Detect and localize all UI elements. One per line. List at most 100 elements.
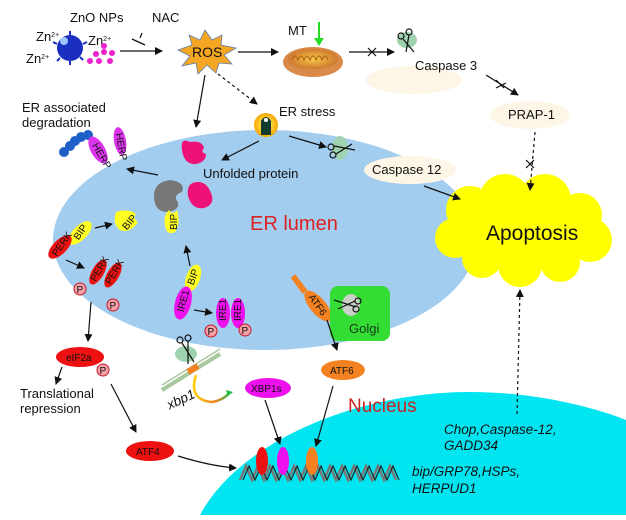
atf6-protein: ATF6 <box>321 360 365 380</box>
erad-label-line1: ER associated <box>22 100 106 115</box>
xbp1-intron <box>186 363 200 375</box>
chaperone-complex-icon <box>154 180 183 212</box>
xbp1s-to-dna-arrow <box>264 399 282 445</box>
er-stress-label: ER stress <box>279 104 336 119</box>
svg-text:HERP: HERP <box>113 132 129 162</box>
perk-dimer-arrow <box>65 259 85 269</box>
prap1-to-apoptosis-arrow <box>526 131 536 191</box>
nucleus <box>200 392 626 515</box>
block-x-mark <box>495 79 507 89</box>
translational-label-line1: Translational <box>20 386 94 401</box>
xbp1s-protein: XBP1s <box>245 378 291 398</box>
phospho-badge: P <box>73 282 87 296</box>
svg-text:ATF6: ATF6 <box>330 366 354 377</box>
prap1-halo <box>490 101 570 129</box>
dna-helix-icon <box>238 462 400 484</box>
atf6-bound-factor <box>306 447 318 475</box>
unfolded-to-herp-arrow <box>126 166 159 176</box>
phospho-badge: P <box>238 323 252 337</box>
xbp1-label: xbp1 <box>163 386 197 412</box>
mt-down-arrow-icon <box>314 22 324 46</box>
ire1-protein: IRE1 <box>231 298 245 328</box>
apoptosis-label: Apoptosis <box>486 222 578 245</box>
atf6-to-dna-arrow <box>314 385 334 447</box>
xbp1-splice-arrowhead <box>226 390 233 396</box>
zn-ion-label-2: Zn2+ <box>26 51 49 66</box>
perk-to-eif2a-arrow <box>84 301 93 342</box>
atf4-to-dna-arrow <box>177 455 237 472</box>
ubiquitin-chain-icon <box>59 130 93 157</box>
golgi-label: Golgi <box>349 321 379 336</box>
bip-to-bip-arrow <box>183 245 192 267</box>
block-x-mark <box>367 47 377 57</box>
atf6-membrane-anchor <box>290 274 308 294</box>
block-x-mark <box>525 159 535 169</box>
unfolded-protein-icon <box>187 182 213 209</box>
caspase12-halo <box>364 156 456 184</box>
bip-protein: BIP <box>164 210 180 234</box>
herp-protein: HERP <box>113 127 129 162</box>
phospho-badge: P <box>96 363 110 377</box>
scissors-icon <box>176 334 195 364</box>
svg-text:XBP1s: XBP1s <box>251 384 282 395</box>
svg-text:P: P <box>77 285 84 296</box>
scissors-icon <box>397 28 415 53</box>
svg-text:IRE1: IRE1 <box>233 298 244 321</box>
prap1-label: PRAP-1 <box>508 107 555 122</box>
svg-text:P: P <box>110 301 117 312</box>
svg-text:P: P <box>242 326 249 337</box>
nucleus-label: Nucleus <box>348 396 417 417</box>
bip-protein: BIP <box>184 264 202 292</box>
ros-burst-icon <box>176 29 238 75</box>
er-stress-to-caspase12-arrow <box>288 135 327 149</box>
zno-nps-label: ZnO NPs <box>70 10 124 25</box>
nac-inhibition-mark <box>131 38 146 46</box>
ros-to-er-arrow <box>193 74 206 128</box>
caspase12-to-apoptosis-arrow <box>423 185 461 201</box>
phospho-badge: P <box>106 298 120 312</box>
ire1-protein: IRE1 <box>216 298 230 328</box>
nucleus-to-apoptosis-arrow <box>515 289 524 415</box>
zno-nanoparticle-icon <box>52 31 88 65</box>
caspase12-label: Caspase 12 <box>372 162 441 177</box>
svg-text:ATF4: ATF4 <box>136 447 160 458</box>
atf4-protein: ATF4 <box>126 441 174 461</box>
ros-label: ROS <box>192 44 222 60</box>
chop-genes-line1: Chop,Caspase-12, <box>444 422 557 437</box>
eif2a-to-atf4-arrow <box>110 383 137 433</box>
perk-bip-dissociation-arrow <box>94 221 113 230</box>
er-lumen-label: ER lumen <box>250 213 338 235</box>
caspase3-halo <box>366 66 462 94</box>
xbp1s-bound-factor <box>277 447 289 475</box>
svg-text:P: P <box>100 366 107 377</box>
scissors-icon <box>333 297 362 313</box>
zn-ion-label-1: Zn2+ <box>36 29 59 44</box>
ire1-protein: IRE1 <box>174 286 192 320</box>
nac-inhibition-bar <box>139 32 143 39</box>
svg-text:IRE1: IRE1 <box>218 298 229 321</box>
apoptosis-cloud <box>435 174 612 287</box>
eif2a-to-translational-arrow <box>54 366 63 385</box>
svg-text:BIP: BIP <box>186 267 202 286</box>
nac-label: NAC <box>152 10 179 25</box>
caspase3-cleavage-blob <box>397 32 417 48</box>
phospho-badge: P <box>204 324 218 338</box>
bip-genes-line1: bip/GRP78,HSPs, <box>412 464 520 479</box>
svg-text:eIF2a: eIF2a <box>66 353 92 364</box>
svg-text:P: P <box>208 327 215 338</box>
ire1-dimer-arrow <box>193 307 213 316</box>
zn-ion-dots-icon <box>87 43 115 64</box>
zn-ion-label-3: Zn2+ <box>88 33 111 48</box>
unfolded-protein-icon <box>181 140 206 165</box>
mitochondrion-icon <box>283 47 343 77</box>
atf4-bound-factor <box>256 447 268 475</box>
svg-text:BIP: BIP <box>169 214 180 230</box>
mt-label: MT <box>288 23 307 38</box>
unfolded-protein-label: Unfolded protein <box>203 166 298 181</box>
er-stress-to-unfolded-arrow <box>221 140 260 161</box>
er-stress-icon <box>254 113 278 137</box>
erad-label-line2: degradation <box>22 115 91 130</box>
xbp1-splice-arc <box>192 374 231 404</box>
